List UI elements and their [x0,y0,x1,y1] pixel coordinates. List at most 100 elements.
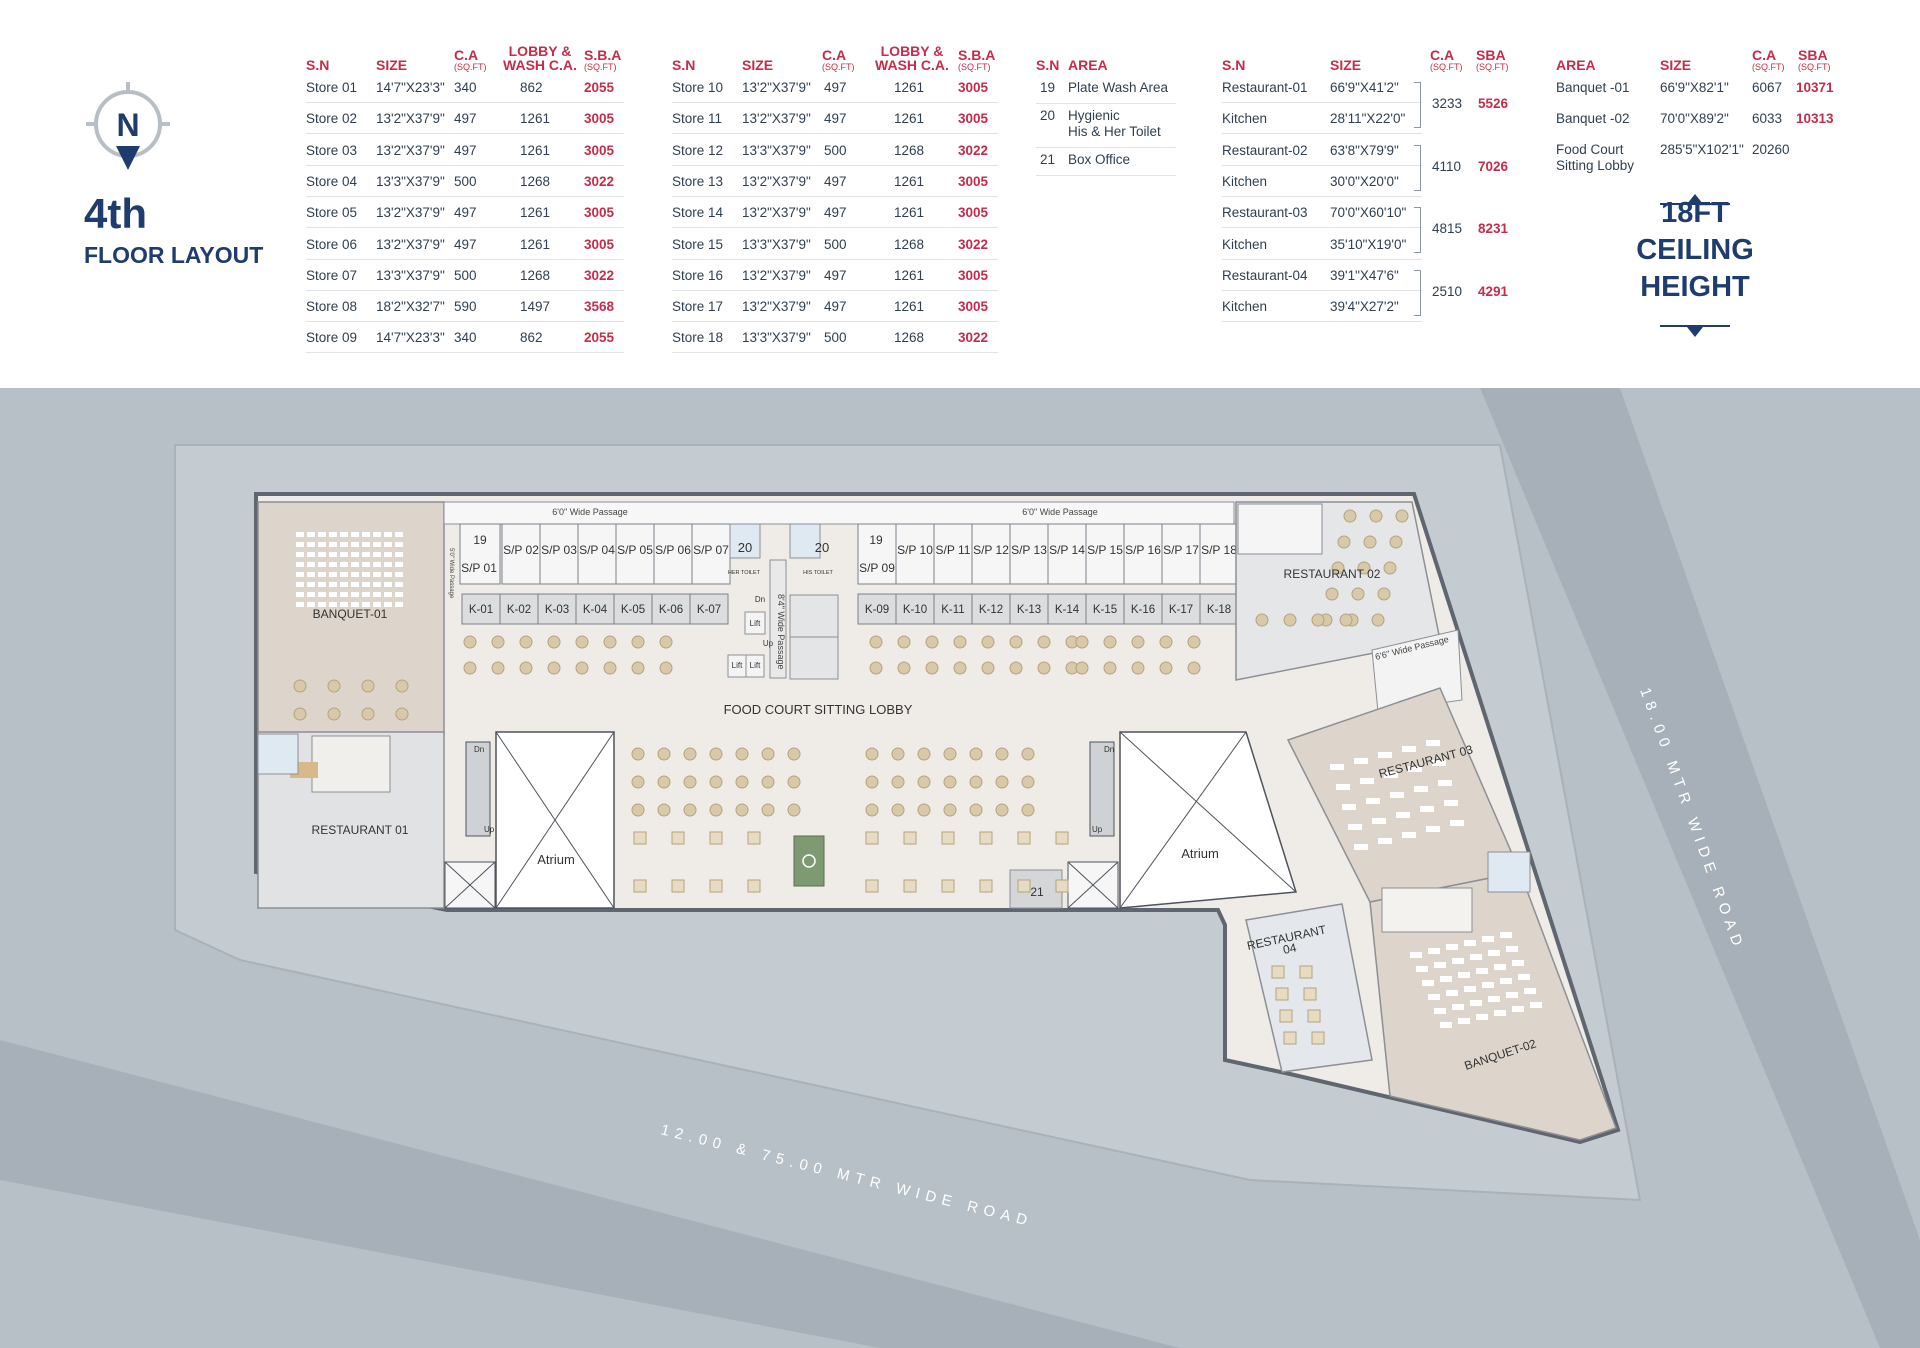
restaurant-seat [1402,746,1416,752]
dining-table [865,747,879,761]
th-sba: S.B.A(SQ.FT) [584,47,622,72]
cell: Store 03 [306,142,358,158]
row-divider [672,227,998,229]
cell: Banquet -01 [1556,80,1630,95]
banquet-seat [318,592,326,597]
passage-label: 5'0" Wide Passage [448,548,454,599]
banquet-seat [373,542,381,547]
dining-table [631,661,645,675]
cell: 1268 [520,267,551,283]
cell: 3005 [958,111,989,127]
banquet-seat [395,572,403,577]
cell: 20 [1040,108,1056,123]
cell: 35'10"X19'0" [1330,236,1407,252]
store-unit [577,523,617,585]
dining-table [1371,613,1385,627]
cell: Store 12 [672,142,724,158]
restaurant-seat [1360,778,1374,784]
dining-table [953,635,967,649]
row-divider [672,352,998,354]
cell: Store 06 [306,236,358,252]
store-label: S/P 09 [859,561,895,575]
dining-table [869,661,883,675]
dining-table [969,803,983,817]
cell: 30'0"X20'0" [1330,173,1399,189]
dining-table [747,831,761,845]
cell: 862 [520,80,543,95]
cell: 3022 [958,330,989,346]
dining-table [735,747,749,761]
lift [744,611,766,635]
banquet-seat [1422,980,1434,986]
cell: 497 [454,142,477,158]
row-divider [306,164,624,166]
dining-table [575,661,589,675]
restaurant-02-kitchen [1237,503,1323,555]
th-sn: S.N [1036,57,1060,73]
dining-table [631,775,645,789]
cell: 5526 [1478,96,1509,111]
store-unit [1161,523,1201,585]
restaurant-02-label: RESTAURANT 02 [1284,567,1381,581]
dining-table [865,803,879,817]
kiosk-label: K-12 [979,604,1003,616]
dining-table [1325,587,1339,601]
banquet-seat [351,602,359,607]
dining-table [1037,635,1051,649]
th-size: SIZE [376,57,408,73]
cell: Restaurant-04 [1222,267,1308,283]
area-schedule: N 4th FLOOR LAYOUT S.N SIZE C.A(SQ.FT) L… [0,0,1920,388]
cell: 1261 [520,205,551,221]
cell: 13'3"X37'9" [742,236,811,252]
banquet-seat [296,562,304,567]
banquet-seat [329,582,337,587]
dining-table [547,661,561,675]
th-ca: C.A(SQ.FT) [1752,47,1785,72]
kiosk-unit [1047,593,1087,625]
kiosk-label: K-07 [697,604,721,616]
room-number: 19 [869,533,883,547]
cell: 1268 [520,173,551,189]
cell: 1261 [520,142,551,158]
th-size: SIZE [742,57,774,73]
kiosk-unit [971,593,1011,625]
banquet-seat [1440,1022,1452,1028]
room-number: 19 [473,533,487,547]
banquet-seat [384,592,392,597]
cell: 3233 [1432,96,1463,111]
store-label: S/P 12 [973,543,1009,557]
ceiling-line: HEIGHT [1640,271,1750,303]
restaurant-seat [1396,812,1410,818]
dining-table [981,635,995,649]
cell: 497 [824,205,847,221]
banquet-seat [1428,994,1440,1000]
cell: Kitchen [1222,173,1268,189]
banquet-seat [362,562,370,567]
dining-table [917,775,931,789]
room-number: 21 [1030,885,1044,899]
cell: Store 13 [672,173,724,189]
dining-table [969,775,983,789]
row-divider [306,195,624,197]
cell: 13'3"X37'9" [742,330,811,346]
banquet-seat [318,582,326,587]
kiosk-unit [933,593,973,625]
th-ca: C.A(SQ.FT) [1430,47,1463,72]
th-ca: C.A(SQ.FT) [822,47,855,72]
cell: 340 [454,80,477,95]
lift-label: Lift [750,661,761,670]
center-passage [769,559,787,679]
banquet-seat [384,602,392,607]
center-planter [793,835,825,887]
row-divider [1222,102,1422,103]
cell: 1261 [894,299,925,315]
dining-table [995,775,1009,789]
cell: 3005 [958,173,989,189]
cell: 13'2"X37'9" [742,299,811,315]
kiosk-unit [1085,593,1125,625]
lift-label: Lift [750,619,761,628]
dining-table [925,635,939,649]
cell: Store 11 [672,111,723,127]
atrium-left [495,731,615,909]
banquet-seat [362,542,370,547]
